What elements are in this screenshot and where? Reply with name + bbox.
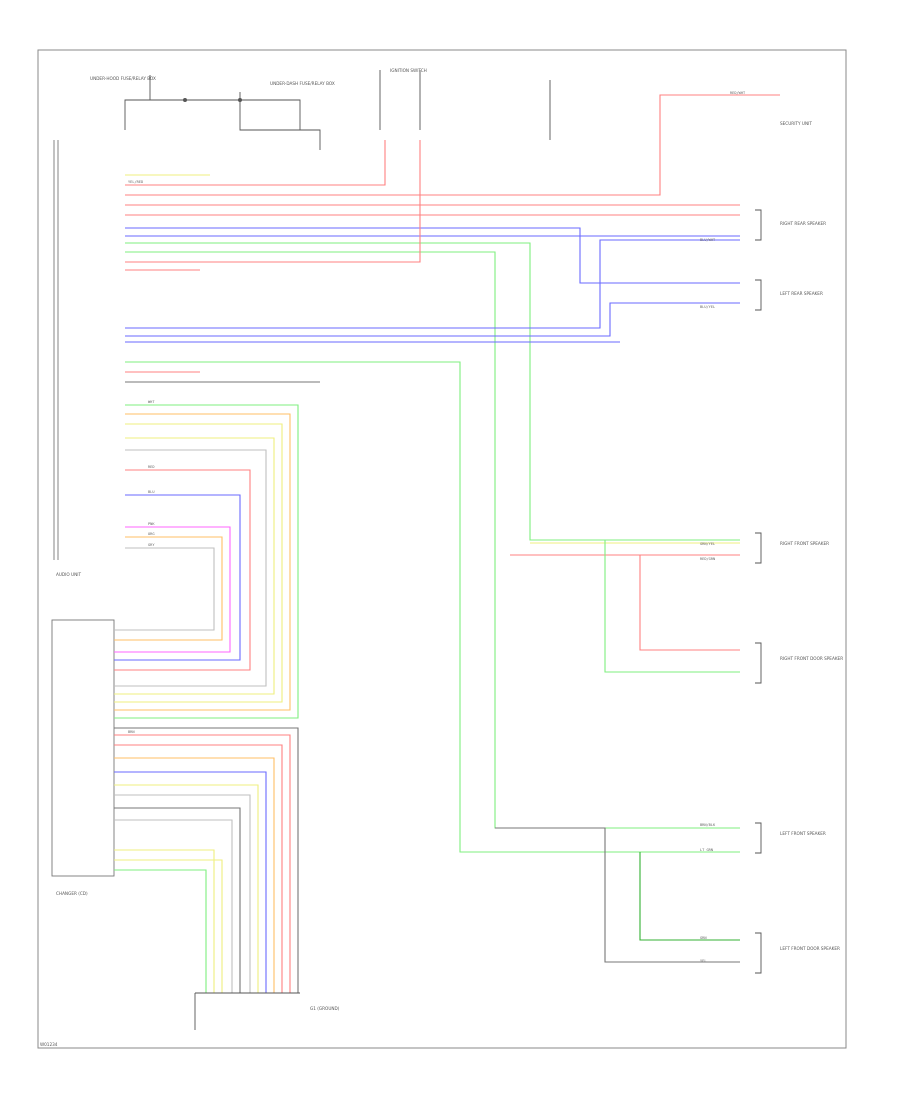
lbl-yel-red: YEL/RED bbox=[128, 180, 143, 184]
lbl-blu-wht: BLU/WHT bbox=[700, 238, 716, 242]
svg-text:LEFT REAR SPEAKER: LEFT REAR SPEAKER bbox=[780, 291, 823, 296]
svg-text:RIGHT FRONT DOOR SPEAKER: RIGHT FRONT DOOR SPEAKER bbox=[780, 656, 843, 661]
speaker-left-front: LEFT FRONT SPEAKER bbox=[755, 822, 826, 854]
security-unit-label: SECURITY UNIT bbox=[780, 121, 812, 126]
lbl-pnk: PNK bbox=[148, 522, 155, 526]
speaker-right-front-door: RIGHT FRONT DOOR SPEAKER bbox=[755, 642, 843, 684]
diagram-frame bbox=[37, 49, 847, 1049]
svg-text:LEFT FRONT SPEAKER: LEFT FRONT SPEAKER bbox=[780, 831, 826, 836]
ignition-switch-label: IGNITION SWITCH bbox=[390, 68, 427, 73]
audio-unit-label: AUDIO UNIT bbox=[56, 572, 81, 577]
harness-yellow-a bbox=[114, 423, 283, 703]
lbl-gry: GRY bbox=[148, 543, 155, 547]
wire-blue-4 bbox=[125, 302, 740, 337]
top-fuse-area: UNDER-HOOD FUSE/RELAY BOX UNDER-DASH FUS… bbox=[90, 68, 812, 150]
ch-gray bbox=[114, 794, 251, 993]
wire-blue-1 bbox=[125, 227, 740, 284]
dash-fuse-box-label: UNDER-DASH FUSE/RELAY BOX bbox=[270, 81, 335, 86]
ch-orange bbox=[114, 757, 275, 993]
changer-label: CHANGER (CD) bbox=[56, 891, 88, 896]
ch-dark-2 bbox=[114, 807, 241, 993]
lbl-org: ORG bbox=[148, 532, 155, 536]
ch-red bbox=[114, 734, 291, 993]
br-dark-lf bbox=[495, 827, 740, 963]
svg-text:RIGHT REAR SPEAKER: RIGHT REAR SPEAKER bbox=[780, 221, 826, 226]
svg-text:LEFT FRONT DOOR SPEAKER: LEFT FRONT DOOR SPEAKER bbox=[780, 946, 840, 951]
harness-gray bbox=[114, 449, 267, 687]
ground-symbol: G1 (GROUND) bbox=[194, 992, 340, 1030]
harness-orange-b bbox=[114, 536, 223, 641]
speaker-left-rear: LEFT REAR SPEAKER bbox=[755, 279, 823, 311]
ch-yellow-2 bbox=[114, 859, 223, 993]
lbl-yel: YEL bbox=[700, 959, 707, 963]
ch-blue bbox=[114, 771, 267, 993]
speaker-left-front-door: LEFT FRONT DOOR SPEAKER bbox=[755, 932, 840, 974]
ch-gray-2 bbox=[114, 819, 233, 993]
lbl-wht: WHT bbox=[148, 400, 155, 404]
changer-box bbox=[51, 619, 115, 877]
svg-text:RIGHT FRONT SPEAKER: RIGHT FRONT SPEAKER bbox=[780, 541, 829, 546]
lbl-grn: GRN bbox=[700, 936, 707, 940]
harness-gray-b bbox=[114, 547, 215, 631]
br-green-lfd bbox=[639, 852, 740, 941]
svg-text:G1 (GROUND): G1 (GROUND) bbox=[310, 1006, 340, 1011]
lbl-brn: BRN bbox=[128, 730, 135, 734]
lbl-red-grn: RED/GRN bbox=[700, 557, 715, 561]
wire-green-1 bbox=[125, 242, 740, 541]
harness-green bbox=[114, 404, 299, 719]
ch-green bbox=[114, 869, 207, 993]
lbl-grn-yel: GRN/YEL bbox=[700, 542, 715, 546]
lbl-blu-yel: BLU/YEL bbox=[700, 305, 715, 309]
wire-red-ign bbox=[125, 140, 386, 186]
ch-yellow-3 bbox=[114, 849, 215, 993]
ch-dark bbox=[114, 727, 299, 993]
harness-magenta bbox=[114, 526, 231, 653]
harness-blue bbox=[114, 494, 241, 661]
ch-red-2 bbox=[114, 744, 283, 993]
lbl-lt-grn: LT GRN bbox=[700, 848, 713, 852]
harness-yellow-b bbox=[114, 437, 275, 695]
wire-red-3 bbox=[125, 140, 421, 263]
lbl-brn-blk: BRN/BLK bbox=[700, 823, 716, 827]
wire-blue-3 bbox=[125, 239, 740, 329]
br-red-rfd bbox=[639, 555, 740, 651]
lbl-red-wht: RED/WHT bbox=[730, 91, 746, 95]
speaker-right-front: RIGHT FRONT SPEAKER bbox=[755, 532, 829, 564]
wire-green-3 bbox=[125, 361, 740, 853]
ch-yellow bbox=[114, 784, 259, 993]
wire-red-security bbox=[125, 94, 780, 196]
harness-red bbox=[114, 469, 251, 671]
harness-orange bbox=[114, 413, 291, 711]
fuse-box-label: UNDER-HOOD FUSE/RELAY BOX bbox=[90, 76, 156, 81]
wire-group: RED/WHT YEL/RED BLU/WHT BLU/YEL GRN/YEL RED/G… bbox=[114, 91, 780, 993]
br-green-rfd bbox=[604, 540, 740, 673]
figure-code: W01234 bbox=[40, 1042, 58, 1047]
speaker-right-rear: RIGHT REAR SPEAKER bbox=[755, 209, 826, 241]
lbl-blu: BLU bbox=[148, 490, 155, 494]
wire-green-2 bbox=[125, 251, 740, 829]
lbl-red: RED bbox=[148, 465, 155, 469]
